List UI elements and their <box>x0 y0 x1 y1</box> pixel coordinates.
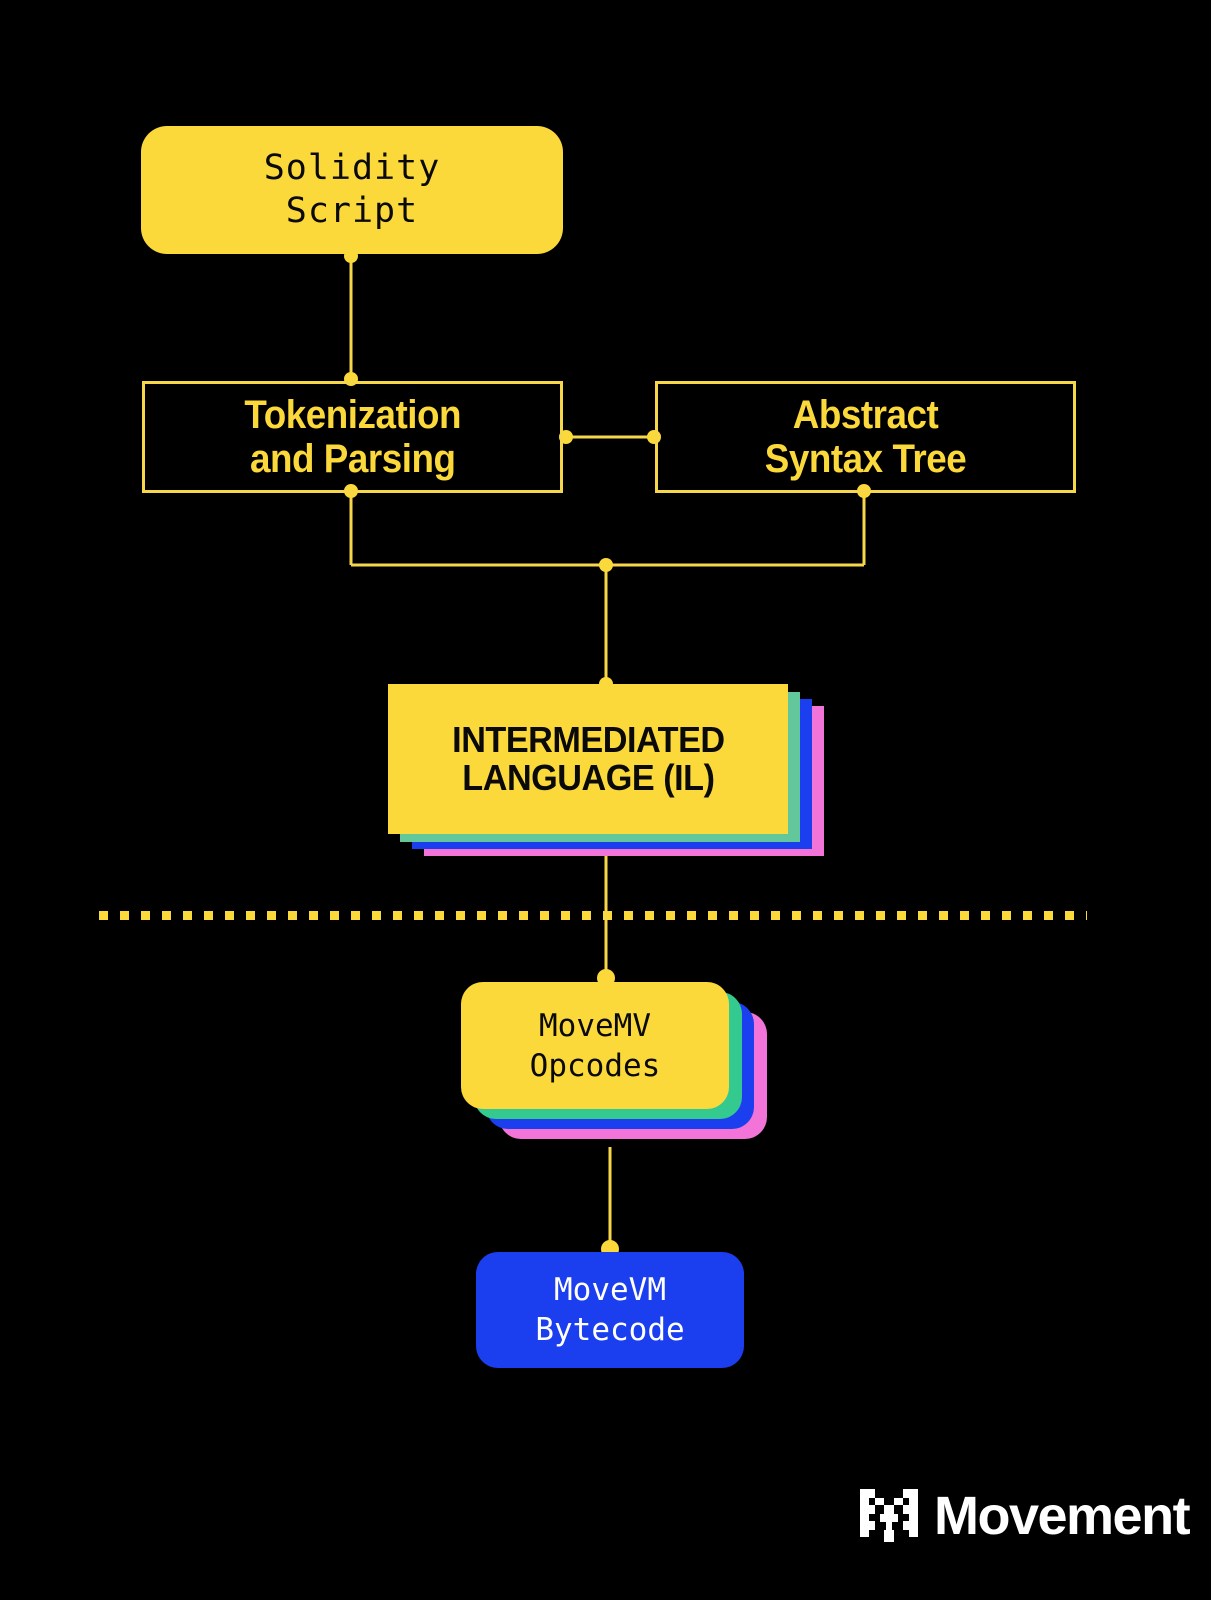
node-intermediated-language[interactable]: INTERMEDIATED LANGUAGE (IL) <box>388 684 838 856</box>
node-movevm-bytecode-label: MoveVM Bytecode <box>535 1272 685 1348</box>
node-intermediated-language-label: INTERMEDIATED LANGUAGE (IL) <box>451 719 725 798</box>
node-solidity-script[interactable]: Solidity Script <box>141 126 563 254</box>
node-tokenization-and-parsing-label: Tokenization and Parsing <box>244 393 461 481</box>
il-layer-main: INTERMEDIATED LANGUAGE (IL) <box>388 684 788 834</box>
node-movemv-opcodes-label: MoveMV Opcodes <box>529 1007 661 1084</box>
brand-lockup: Movement <box>858 1486 1191 1546</box>
node-abstract-syntax-tree[interactable]: Abstract Syntax Tree <box>655 381 1076 493</box>
node-solidity-script-label: Solidity Script <box>263 148 441 231</box>
node-movemv-opcodes[interactable]: MoveMV Opcodes <box>461 982 771 1147</box>
movemv-layer-main: MoveMV Opcodes <box>461 982 729 1109</box>
node-tokenization-and-parsing[interactable]: Tokenization and Parsing <box>142 381 563 493</box>
movement-m-icon <box>860 1489 918 1542</box>
node-abstract-syntax-tree-label: Abstract Syntax Tree <box>764 393 967 481</box>
dotted-divider <box>99 911 1087 920</box>
brand-name: Movement <box>934 1486 1191 1546</box>
node-movevm-bytecode[interactable]: MoveVM Bytecode <box>476 1252 744 1368</box>
